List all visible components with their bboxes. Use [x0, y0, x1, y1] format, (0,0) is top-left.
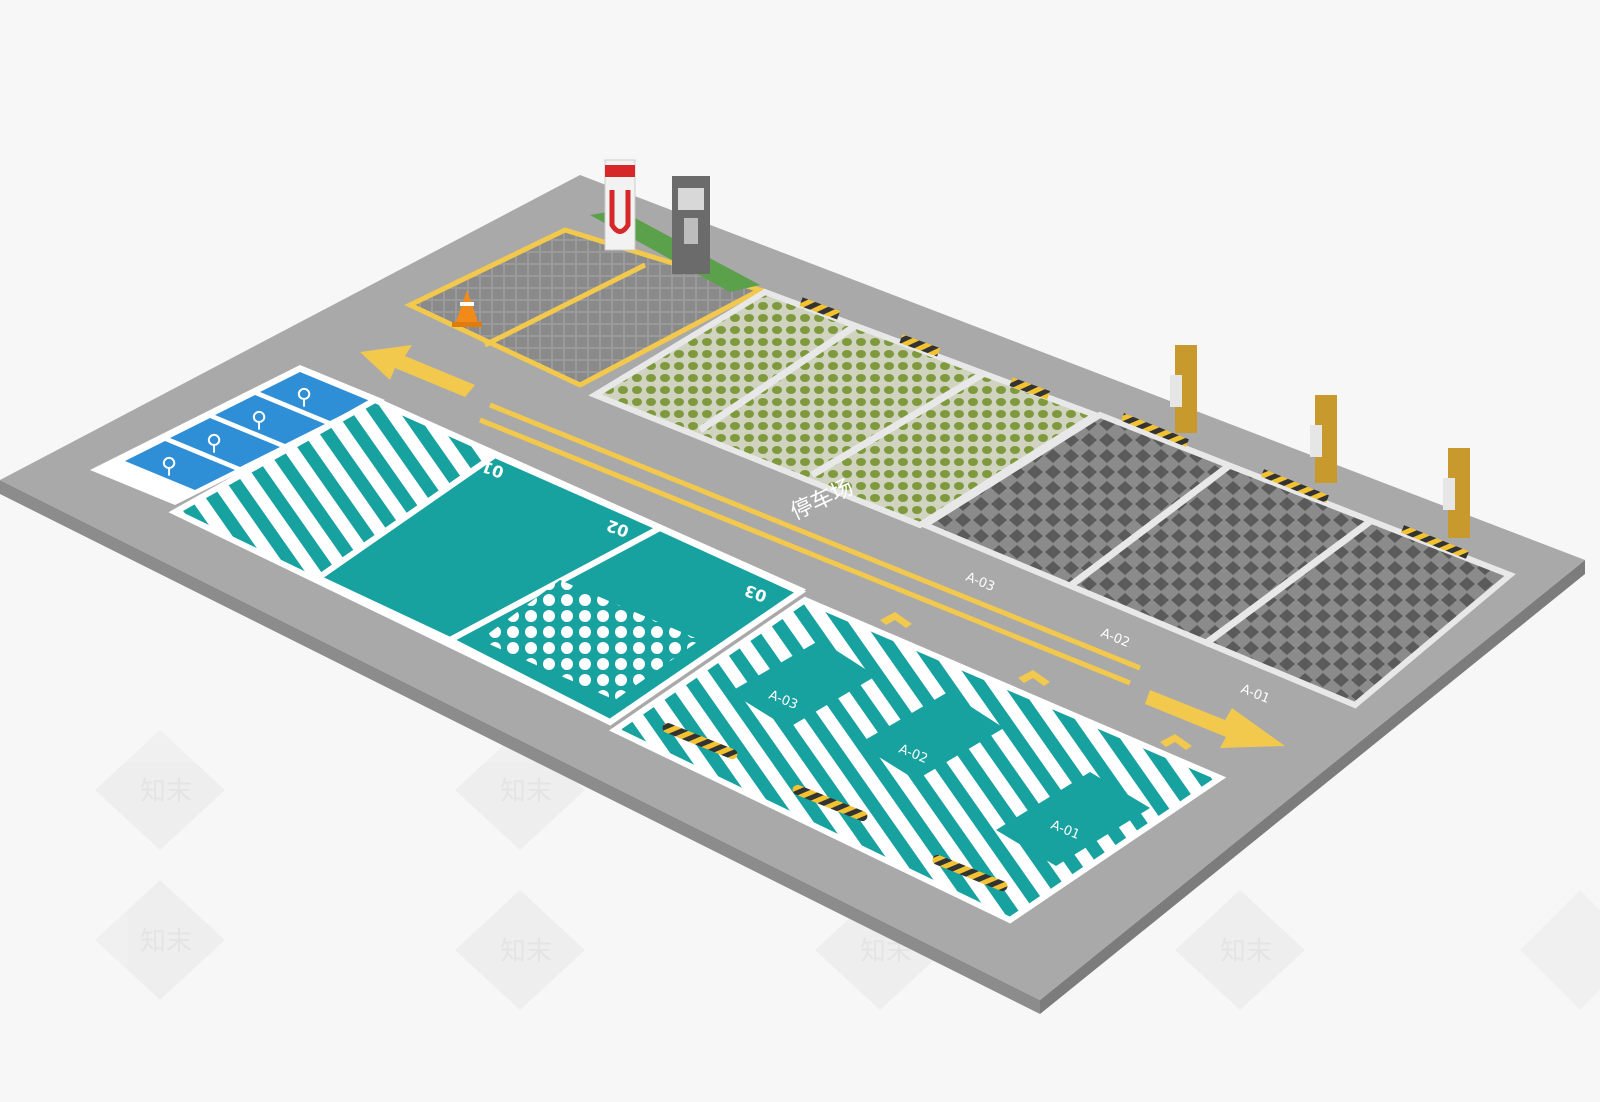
tile-pad: [404, 159, 767, 388]
supercharger: [604, 159, 636, 251]
bicycle-icon: ⚲: [161, 454, 177, 479]
arrow-left-icon: [360, 345, 475, 397]
watermark-text: 知末: [500, 777, 552, 807]
hatched-slots-area: A-03 A-02 A-01: [609, 596, 1227, 924]
chevron-up-icon: [880, 612, 912, 628]
ev-charger-post: [1170, 345, 1197, 433]
asphalt-base-edge-right: [1040, 560, 1585, 1014]
dc-charger: [672, 176, 710, 274]
watermark-text: 知末: [500, 937, 552, 967]
ev-charger-post: [1443, 448, 1470, 538]
watermark-text: 知末: [140, 927, 192, 957]
bike-slot: ⚲: [260, 372, 370, 421]
paver-parking-area: A-03 A-02 A-01: [918, 411, 1516, 709]
chevron-up-icon: [1160, 734, 1192, 750]
ev-charger-posts: [1170, 345, 1470, 538]
bike-slot: ⚲: [215, 395, 325, 444]
bike-slot: ⚲: [170, 418, 280, 467]
arrow-right-icon: [1145, 690, 1285, 748]
bike-parking-area: ⚲ ⚲ ⚲ ⚲: [90, 365, 385, 505]
chevron-up-icon: [1018, 670, 1050, 686]
asphalt-base-edge: [0, 480, 1040, 1014]
bicycle-icon: ⚲: [296, 385, 312, 410]
watermark-text: 知末: [140, 777, 192, 807]
bicycle-icon: ⚲: [251, 408, 267, 433]
watermark-layer: 知末 知末 知末 知末 知末 知末: [95, 730, 1600, 1010]
traffic-cone: [452, 290, 482, 327]
watermark-text: 知末: [1220, 937, 1272, 967]
teal-bays-area: 01 02 03: [168, 396, 807, 726]
bike-slot: ⚲: [125, 441, 235, 490]
bicycle-icon: ⚲: [206, 431, 222, 456]
ev-charger-post: [1310, 395, 1337, 483]
